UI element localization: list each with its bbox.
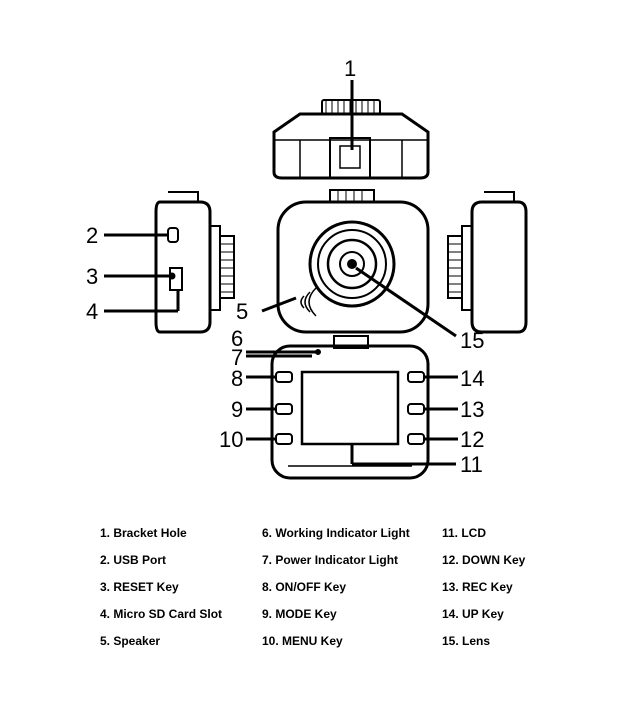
- legend-item: 12. DOWN Key: [442, 553, 526, 567]
- legend-item: 7. Power Indicator Light: [262, 553, 399, 567]
- legend-item: 13. REC Key: [442, 580, 513, 594]
- camera-top-view: [272, 99, 430, 180]
- legend-item: 6. Working Indicator Light: [262, 526, 410, 540]
- legend-item: 10. MENU Key: [262, 634, 343, 648]
- callout-12: 12: [460, 427, 484, 452]
- camera-right-side-view: [447, 191, 528, 334]
- callout-13: 13: [460, 397, 484, 422]
- callout-11: 11: [460, 452, 483, 477]
- legend-column-3: 11. LCD 12. DOWN Key 13. REC Key 14. UP …: [442, 520, 525, 655]
- callout-9: 9: [231, 397, 243, 422]
- callout-10: 10: [219, 427, 243, 452]
- camera-diagram: 1 2 3 4 5 6 7 8 9 10 11 12 13 14 15: [86, 56, 528, 480]
- callout-8: 8: [231, 366, 243, 391]
- legend-item: 2. USB Port: [100, 553, 167, 567]
- callout-1: 1: [344, 56, 356, 81]
- legend-column-2: 6. Working Indicator Light 7. Power Indi…: [262, 520, 410, 655]
- legend-item: 3. RESET Key: [100, 580, 179, 594]
- legend-item: 5. Speaker: [100, 634, 161, 648]
- callout-6: 6: [231, 326, 243, 351]
- callout-7: 7: [231, 345, 243, 370]
- camera-front-view: [276, 189, 430, 334]
- callout-4: 4: [86, 299, 98, 324]
- legend-item: 4. Micro SD Card Slot: [100, 607, 223, 621]
- legend-item: 9. MODE Key: [262, 607, 337, 621]
- callout-5: 5: [236, 299, 248, 324]
- callout-15: 15: [460, 328, 484, 353]
- leader-lines: [104, 80, 458, 466]
- legend-item: 14. UP Key: [442, 607, 504, 621]
- legend-column-1: 1. Bracket Hole 2. USB Port 3. RESET Key…: [100, 520, 222, 655]
- legend-item: 11. LCD: [442, 526, 487, 540]
- parts-legend: 1. Bracket Hole 2. USB Port 3. RESET Key…: [0, 520, 620, 670]
- callout-3: 3: [86, 264, 98, 289]
- legend-item: 1. Bracket Hole: [100, 526, 187, 540]
- legend-item: 15. Lens: [442, 634, 491, 648]
- callout-2: 2: [86, 223, 98, 248]
- callout-14: 14: [460, 366, 484, 391]
- legend-item: 8. ON/OFF Key: [262, 580, 347, 594]
